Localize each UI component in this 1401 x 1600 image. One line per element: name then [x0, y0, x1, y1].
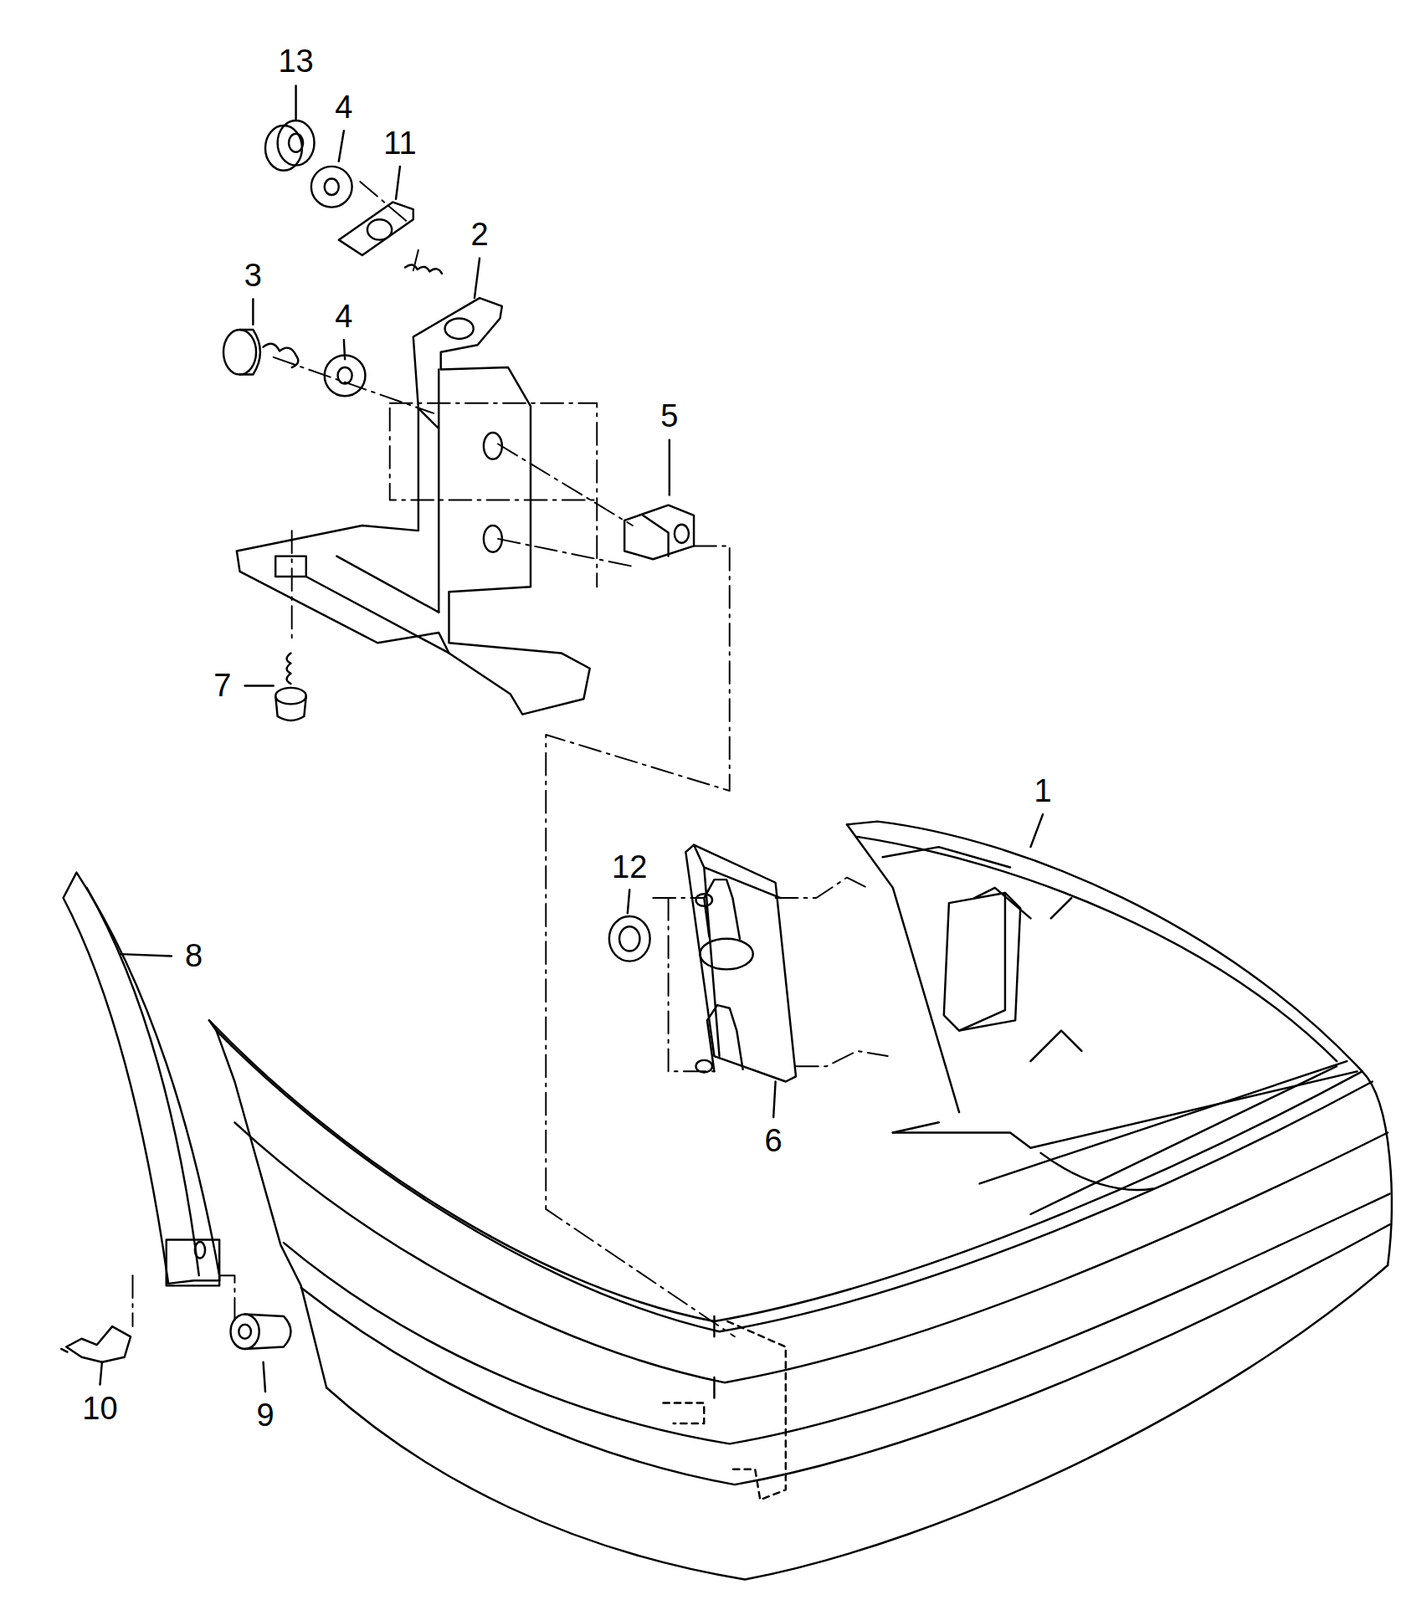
callout-number: 6 — [763, 1124, 785, 1157]
callout-number: 3 — [242, 259, 264, 292]
bumper-cover — [209, 821, 1392, 1581]
callout-number: 10 — [80, 1392, 119, 1425]
callout-number: 7 — [211, 669, 233, 702]
callout-number: 4 — [333, 91, 355, 124]
bracket — [236, 297, 591, 714]
callout-number: 1 — [1031, 774, 1053, 807]
callout-number: 11 — [381, 127, 418, 160]
callout-number: 2 — [468, 218, 490, 251]
assembly-lines — [132, 181, 888, 1337]
callout-number: 5 — [658, 400, 680, 432]
callout-number: 12 — [610, 851, 649, 883]
washer — [311, 166, 366, 396]
trim-strip — [63, 872, 221, 1287]
callout-number: 4 — [333, 300, 355, 333]
leader-lines — [99, 86, 1043, 1393]
nut — [265, 120, 315, 171]
callout-number: 13 — [276, 45, 315, 77]
callout-number: 8 — [183, 939, 205, 972]
callout-number: 9 — [254, 1399, 276, 1432]
screw — [275, 652, 307, 720]
plate — [338, 202, 442, 274]
clip-nut — [624, 505, 694, 560]
clip — [61, 1326, 131, 1363]
mounting-plate — [685, 845, 796, 1083]
grommet — [609, 916, 651, 962]
bolt — [223, 329, 298, 375]
nut — [230, 1313, 292, 1349]
